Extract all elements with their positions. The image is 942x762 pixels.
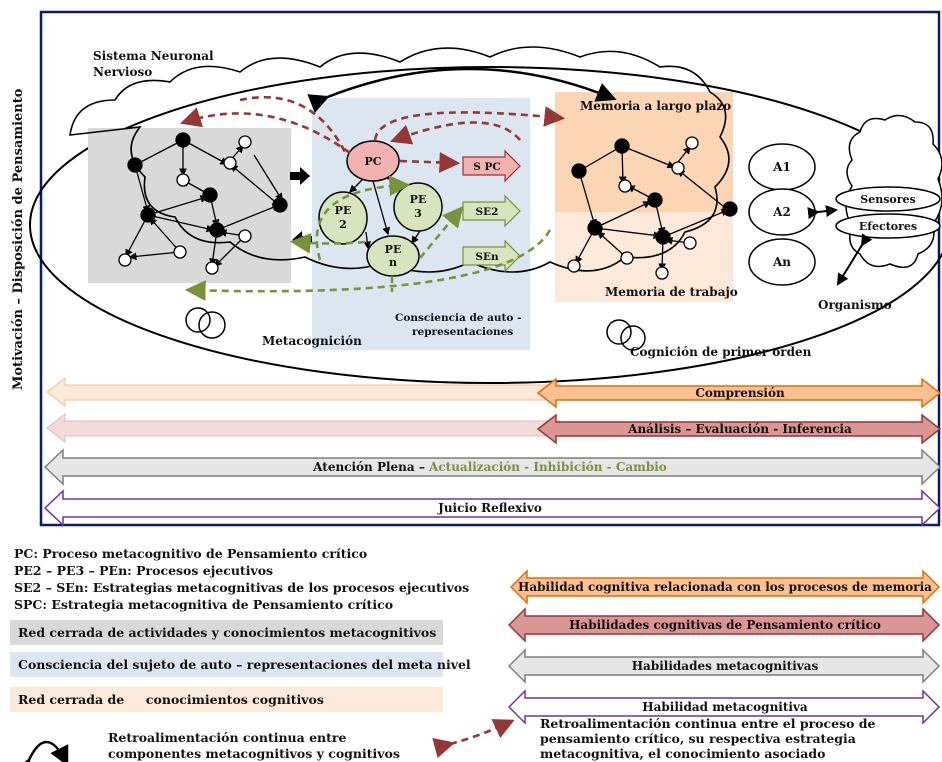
atencion-green: Actualización - Inhibición - Cambio [428,460,667,474]
legend-def-pe: PE2 – PE3 – PEn: Procesos ejecutivos [14,563,274,578]
red-feedback-symbol [432,719,515,759]
sensors-node [835,186,941,212]
atencion-prefix: Atención Plena – [312,460,429,474]
comprension-label: Comprensión [695,386,785,400]
side-label: Motivación – Disposición de Pensamiento [11,88,26,390]
legend-orange-box-a: Red cerrada de [18,692,125,707]
metacognitive-network-nodes [118,132,288,275]
neural-system-label-2: Nervioso [93,65,152,79]
legend-def-spc: SPC: Estrategia metacognitiva de Pensami… [14,597,394,612]
self-representation-label-2: representaciones [412,326,513,338]
pe3-label-1: PE [410,193,427,206]
atencion-arrow [43,448,942,486]
arrow-from-blue [292,231,312,249]
red-feedback-paths [180,95,566,173]
pe2-node [318,191,368,245]
an-label: An [772,255,791,269]
loop-circle [606,319,632,345]
legend-orange-box-b: conocimientos cognitivos [145,692,324,707]
memory-network-nodes [567,136,738,280]
juicio-label: Juicio Reflexivo [437,501,542,515]
legend-feedback-black: Retroalimentación continua entre compone… [108,730,400,761]
legend-orange-box: Red cerrada de conocimientos cognitivos [10,687,443,712]
legend-orange-label: Habilidad cognitiva relacionada con los … [518,580,932,594]
legend-purple-arrow [507,689,941,725]
an-node [748,238,816,286]
se2-label: SE2 [476,206,499,218]
working-memory-label: Memoria de trabajo [605,285,738,299]
analisis-arrow [536,413,942,445]
self-representation-label-1: Consciencia de auto - [395,312,521,324]
legend-red-arrow-shape [507,607,941,643]
cognitive-ellipse [29,66,942,384]
organism-label: Organismo [818,298,892,312]
pe3-label-2: 3 [414,207,422,220]
sensors-label: Sensores [860,193,915,206]
pen-label-2: n [389,256,397,269]
pc-label: PC [364,155,381,168]
pe2-label-1: PE [335,204,352,217]
loop-circle [185,307,211,333]
neural-system-label-1: Sistema Neuronal [93,49,214,63]
long-term-memory-label: Memoria a largo plazo [580,99,731,113]
feedback-arc [307,67,617,113]
legend-gray-box: Red cerrada de actividades y conocimient… [10,620,443,645]
first-order-label: Cognición de primer orden [630,345,812,359]
pen-label-1: PE [385,243,402,256]
legend-red-label: Habilidades cognitivas de Pensamiento cr… [569,618,881,632]
se2-arrow [462,194,521,228]
green-feedback-paths [184,175,552,301]
legend-gray-label: Habilidades metacognitivas [632,659,819,673]
organism-arrow [836,233,873,286]
analisis-label: Análisis – Evaluación - Inferencia [627,422,852,436]
legend-def-se: SE2 – SEn: Estrategias metacognitivas de… [14,580,470,595]
pe2-label-2: 2 [339,218,347,231]
neural-cloud [69,46,730,273]
loop-circle [620,325,646,351]
analisis-arrow-faint [46,412,561,444]
a1-label: A1 [772,160,791,174]
sen-label: SEn [475,251,499,263]
legend-purple-label: Habilidad metacognitiva [642,700,808,714]
spc-arrow [462,149,521,183]
outer-frame [39,10,941,527]
a2-sensor-arrow [807,205,838,220]
atencion-label: Atención Plena – Actualización - Inhibic… [312,460,667,474]
loop-circle [198,311,226,339]
arrow-to-blue [290,167,310,185]
juicio-arrow [43,489,942,527]
metacognition-label: Metacognición [262,334,362,348]
legend-feedback-red: Retroalimentación continua entre el proc… [540,716,876,761]
legend-gray-arrow [507,648,941,684]
legend-def-pc: PC: Proceso metacognitivo de Pensamiento… [14,546,368,561]
black-feedback-symbol [12,740,69,762]
legend-orange-arrow [509,569,941,605]
spc-label: S PC [473,161,501,173]
a2-label: A2 [772,205,791,219]
effectors-label: Efectores [859,220,917,233]
effectors-node [835,213,941,239]
legend-blue-box: Consciencia del sujeto de auto – represe… [10,652,471,677]
sen-arrow [462,239,521,273]
comprension-arrow [536,377,942,409]
